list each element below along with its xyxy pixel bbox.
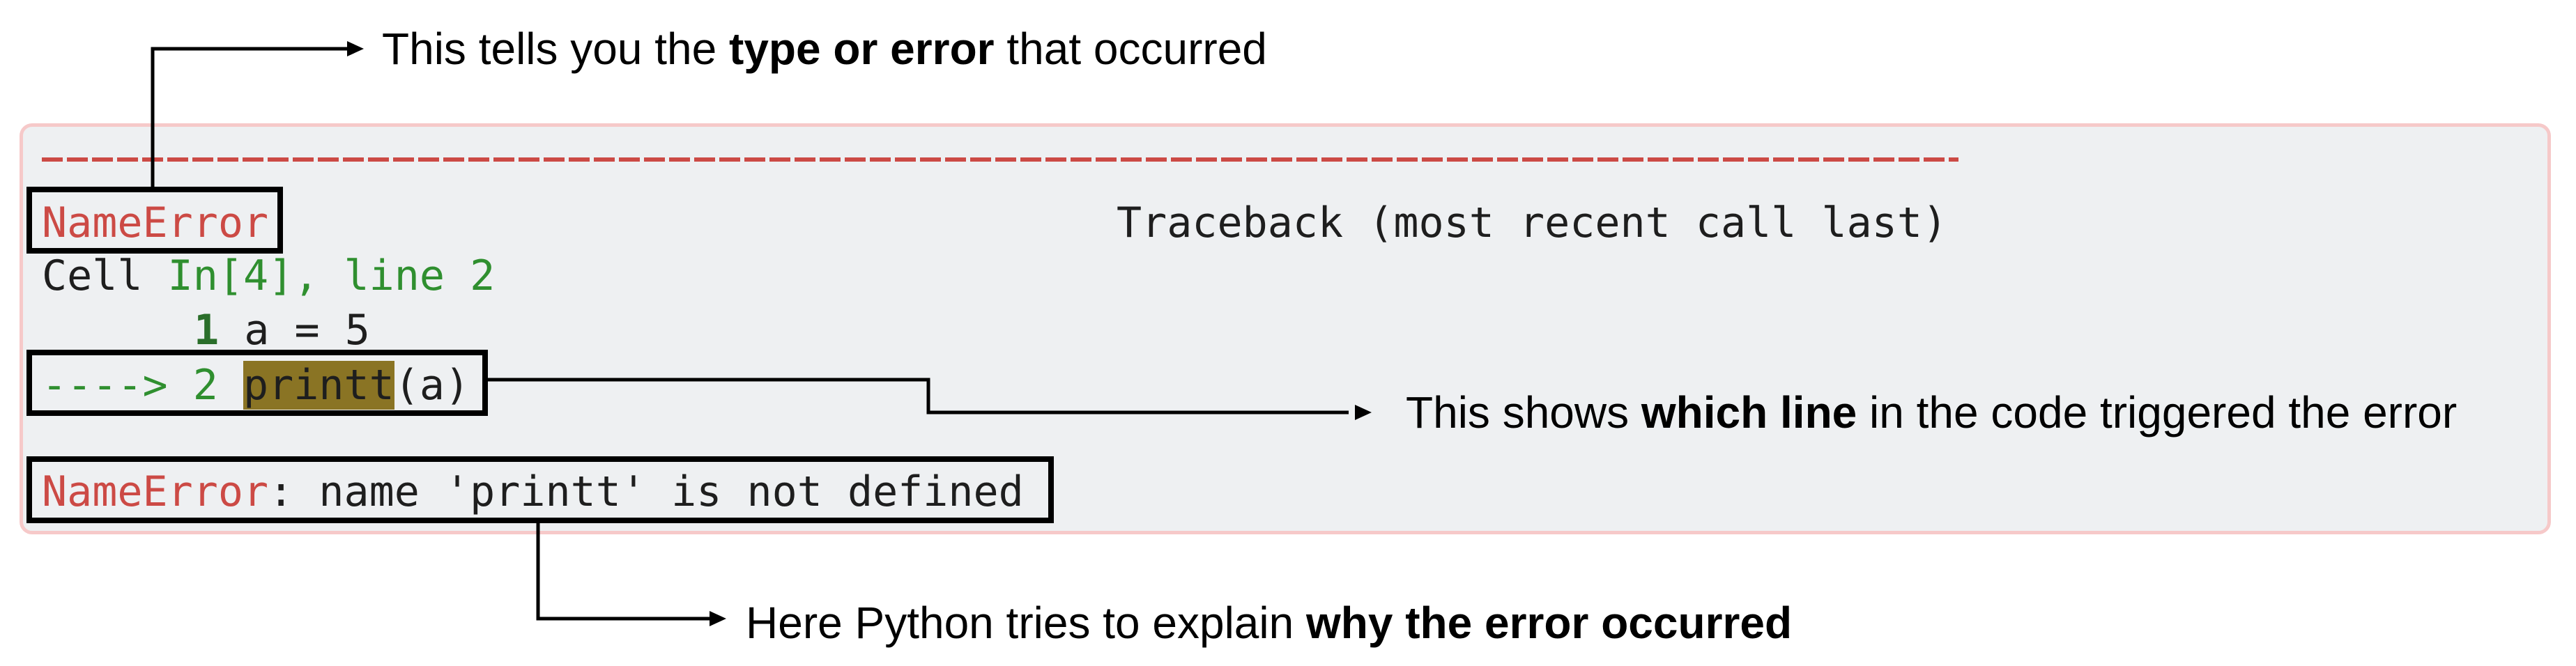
annotation-text: that occurred	[994, 24, 1267, 74]
function-args: (a)	[394, 361, 470, 410]
annotation-error-line: This shows which line in the code trigge…	[1406, 390, 2457, 435]
highlight-box-error-message	[26, 456, 1054, 523]
error-type-label: NameError	[42, 199, 269, 247]
annotation-error-type: This tells you the type or error that oc…	[382, 26, 1267, 71]
highlight-box-error-line	[26, 350, 488, 416]
code-line-2: ----> 2 printt(a)	[42, 361, 470, 410]
arrow-to-explain-annotation	[536, 523, 711, 621]
line-code: a = 5	[219, 306, 370, 355]
error-message-line: NameError: name 'printt' is not defined	[42, 471, 1024, 513]
arrowhead-icon	[710, 611, 726, 626]
highlighted-function: printt	[243, 361, 394, 410]
annotation-bold: why the error occurred	[1305, 598, 1793, 648]
arrowhead-icon	[347, 41, 364, 56]
annotation-text: This shows	[1406, 387, 1641, 437]
cell-reference-line: Cell In[4], line 2	[42, 255, 495, 297]
line-arrow: ----> 2	[42, 361, 243, 410]
final-error-message: : name 'printt' is not defined	[268, 467, 1024, 516]
traceback-header: Traceback (most recent call last)	[1117, 199, 1948, 247]
annotation-bold: which line	[1641, 387, 1857, 437]
annotation-text: This tells you the	[382, 24, 729, 74]
line-number: 1	[194, 306, 220, 355]
final-error-type: NameError	[42, 467, 269, 516]
annotation-text: in the code triggered the error	[1857, 387, 2458, 437]
highlight-box-error-type	[26, 187, 283, 254]
code-line-1: 1 a = 5	[194, 309, 370, 351]
annotation-text: Here Python tries to explain	[746, 598, 1306, 648]
annotation-bold: type or error	[729, 24, 995, 74]
traceback-separator	[42, 157, 1958, 162]
annotation-error-reason: Here Python tries to explain why the err…	[746, 601, 1792, 645]
cell-reference: In[4], line 2	[167, 251, 496, 300]
cell-word: Cell	[42, 251, 168, 300]
traceback-output-cell	[20, 123, 2551, 534]
